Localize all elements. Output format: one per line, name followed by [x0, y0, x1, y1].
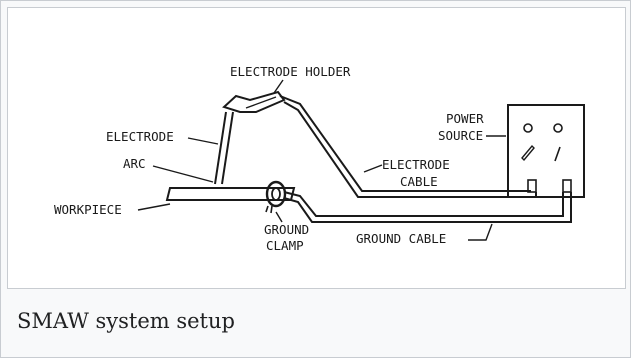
label-arc: ARC: [123, 156, 146, 171]
ground-cable: [283, 191, 572, 223]
electrode-holder: [222, 90, 286, 113]
workpiece-plate: [165, 187, 296, 201]
label-electrode-holder: ELECTRODE HOLDER: [230, 64, 351, 79]
label-workpiece: WORKPIECE: [54, 202, 122, 217]
label-power: POWER: [446, 111, 484, 126]
diagram-image[interactable]: ELECTRODE HOLDER POWER SOURCE ELECTRODE …: [7, 7, 626, 289]
label-electrode-cable-line2: CABLE: [400, 174, 438, 189]
electrode-cable: [279, 95, 537, 198]
ground-clamp: [265, 180, 287, 214]
label-electrode: ELECTRODE: [106, 129, 174, 144]
label-ground-cable: GROUND CABLE: [356, 231, 446, 246]
label-electrode-cable-line1: ELECTRODE: [382, 157, 450, 172]
label-source: SOURCE: [438, 128, 483, 143]
label-ground-clamp-line2: CLAMP: [266, 238, 304, 253]
smaw-diagram: ELECTRODE HOLDER POWER SOURCE ELECTRODE …: [54, 64, 585, 253]
figure-caption: SMAW system setup: [17, 309, 235, 333]
electrode-rod: [214, 111, 234, 185]
power-source: [507, 104, 585, 198]
label-ground-clamp-line1: GROUND: [264, 222, 309, 237]
